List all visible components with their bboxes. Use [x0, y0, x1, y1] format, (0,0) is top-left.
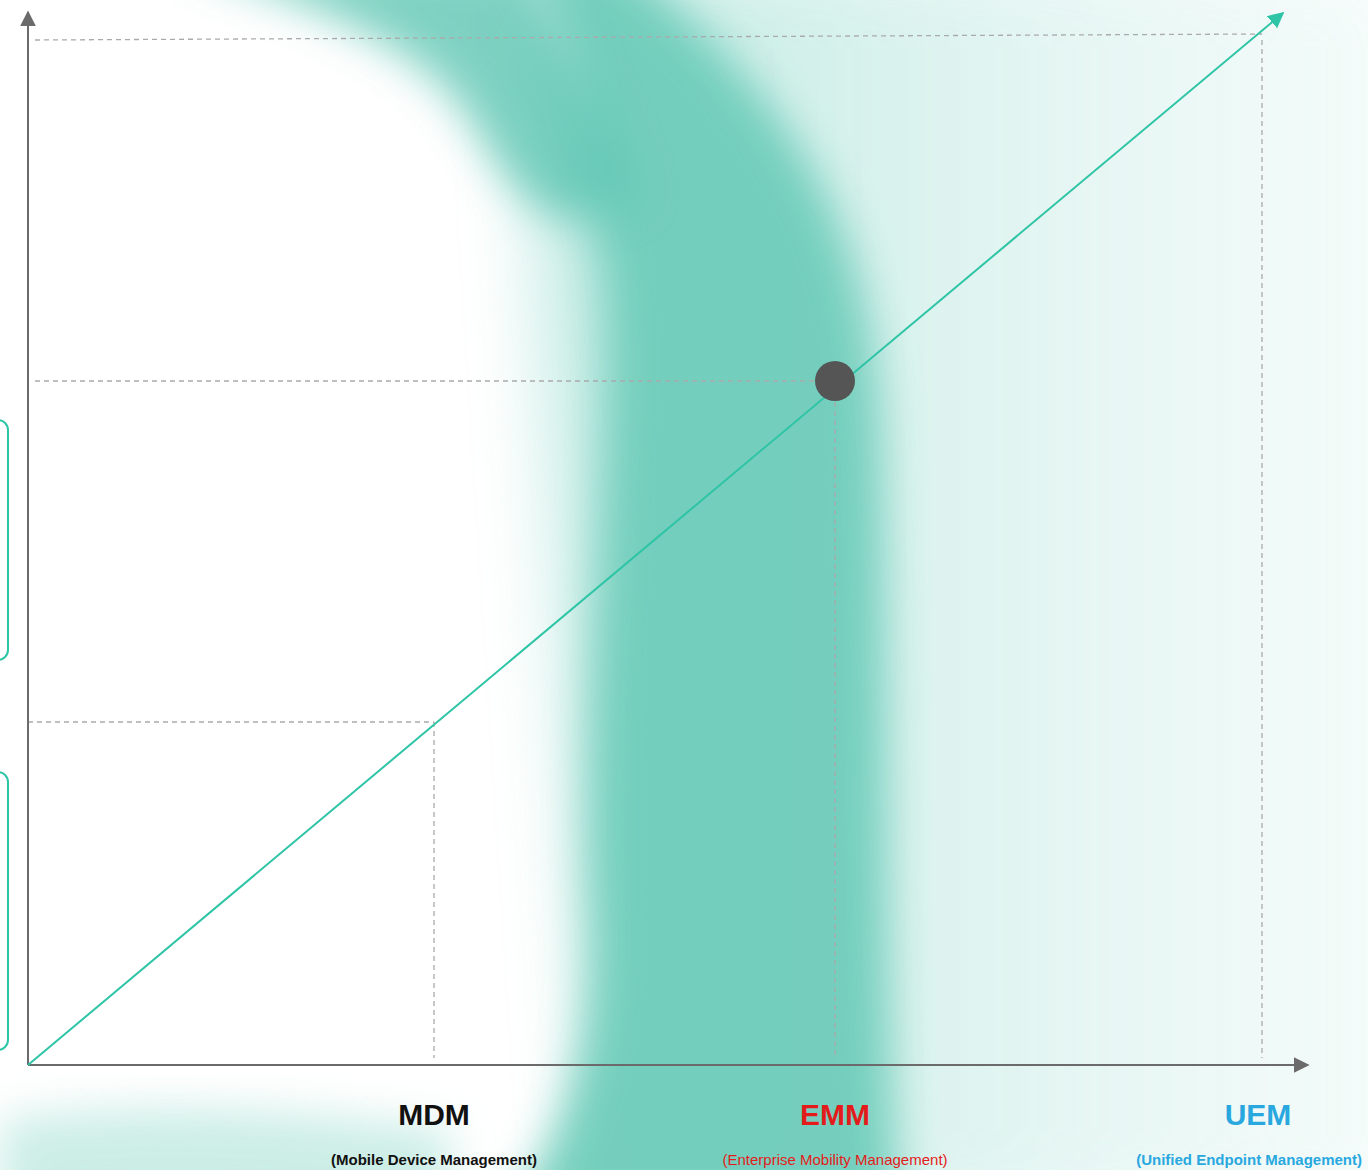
stage-name: MDM	[398, 1098, 470, 1133]
guide-lines	[28, 34, 1262, 1058]
guide-line	[433, 722, 434, 1058]
x-axis	[28, 1064, 1308, 1066]
side-frame	[0, 420, 8, 660]
teal-top	[180, 0, 640, 220]
side-frames	[0, 420, 8, 1050]
guide-line	[35, 380, 815, 381]
side-frame	[0, 772, 8, 1050]
teal-band	[0, 0, 900, 1170]
current-point	[815, 361, 855, 401]
growth-line	[28, 13, 1283, 1065]
y-axis	[27, 12, 29, 1065]
guide-line	[1261, 40, 1262, 1058]
guide-line	[35, 34, 1262, 40]
stage-subtitle: (Enterprise Mobility Management)	[722, 1151, 947, 1168]
guide-line	[834, 402, 835, 1058]
stage-name: UEM	[1225, 1098, 1292, 1133]
stage-name: EMM	[800, 1098, 870, 1133]
stage-subtitle: (Unified Endpoint Management)	[1136, 1151, 1362, 1168]
guide-line	[28, 721, 434, 722]
stage-subtitle: (Mobile Device Management)	[331, 1151, 537, 1168]
